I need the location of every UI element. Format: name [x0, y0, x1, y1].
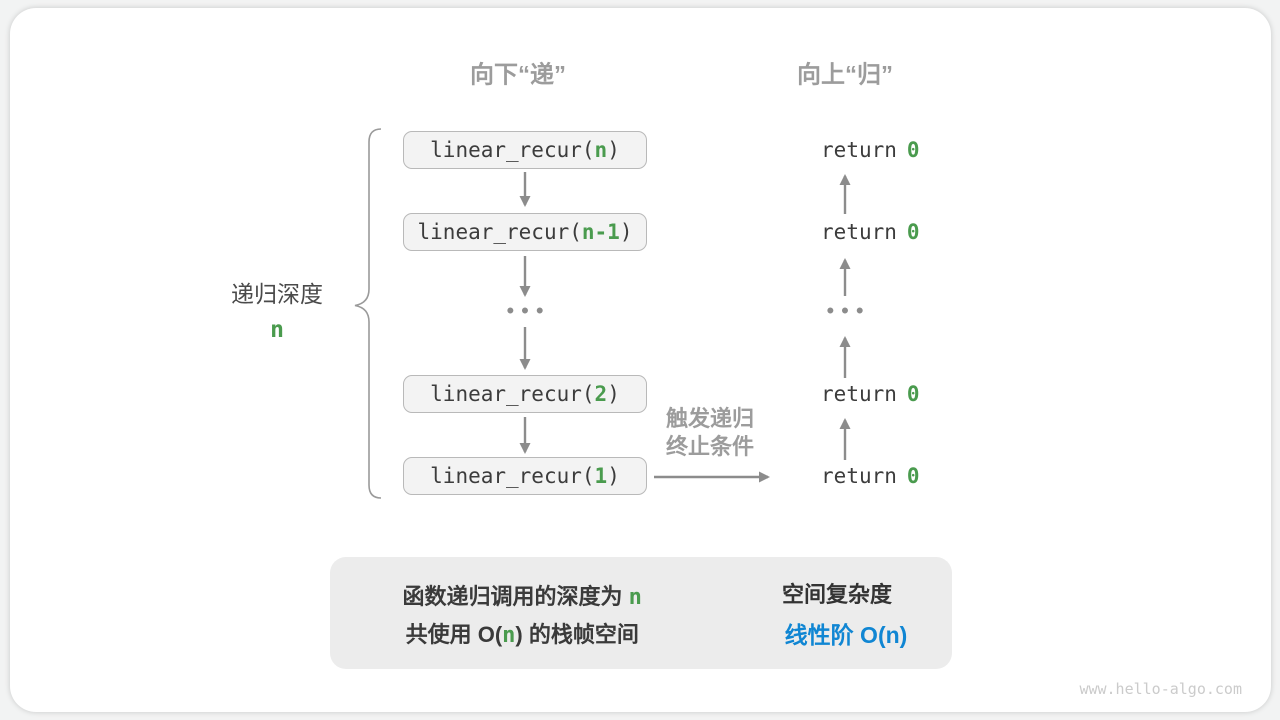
return-row-2: return 0 — [770, 196, 920, 268]
space-complexity-title: 空间复杂度 — [781, 582, 893, 607]
return-row-3: return 0 — [770, 358, 920, 430]
return-ellipsis: ••• — [826, 298, 871, 323]
space-complexity-value: 线性阶 O(n) — [784, 622, 908, 648]
recursion-depth-text: 递归深度 — [231, 281, 323, 307]
call-box-n: linear_recur(n) — [403, 131, 647, 169]
call-box-n-code: linear_recur( — [430, 138, 595, 162]
call-box-1: linear_recur(1) — [403, 457, 647, 495]
call-box-1-close: ) — [607, 464, 620, 488]
base-case-label-line1: 触发递归 — [665, 406, 755, 431]
summary-line-1-n: n — [628, 585, 642, 610]
header-ascend: 向上“归” — [797, 61, 893, 89]
return-keyword: return — [821, 464, 897, 488]
return-keyword: return — [821, 220, 897, 244]
return-value: 0 — [906, 382, 920, 406]
call-box-n-1-close: ) — [619, 220, 633, 244]
return-value: 0 — [906, 138, 920, 162]
call-stack-ellipsis: ••• — [506, 298, 551, 323]
call-box-n-1: linear_recur(n-1) — [403, 213, 647, 251]
return-keyword: return — [821, 138, 897, 162]
call-box-n-arg: n — [594, 138, 608, 162]
call-box-1-code: linear_recur( — [430, 464, 595, 488]
call-box-n-1-code: linear_recur( — [417, 220, 582, 244]
call-box-2-close: ) — [607, 382, 620, 406]
call-box-n-close: ) — [607, 138, 620, 162]
call-box-1-arg: 1 — [594, 464, 608, 488]
summary-line-2: 共使用 O(n) 的栈帧空间 — [381, 591, 639, 675]
summary-box — [330, 557, 952, 669]
summary-line-2-post: ) 的栈帧空间 — [515, 622, 639, 647]
return-keyword: return — [821, 382, 897, 406]
return-row-4: return 0 — [770, 440, 920, 512]
call-box-2: linear_recur(2) — [403, 375, 647, 413]
call-box-n-1-arg: n-1 — [581, 220, 620, 244]
base-case-label: 触发递归 终止条件 — [666, 405, 754, 461]
call-box-2-code: linear_recur( — [430, 382, 595, 406]
header-descend: 向下“递” — [470, 61, 566, 89]
summary-line-1: 函数递归调用的深度为 n — [378, 553, 642, 637]
return-value: 0 — [906, 220, 920, 244]
recursion-depth-n: n — [270, 317, 284, 343]
call-box-2-arg: 2 — [594, 382, 608, 406]
return-row-1: return 0 — [770, 114, 920, 186]
base-case-label-line2: 终止条件 — [665, 434, 755, 459]
return-value: 0 — [906, 464, 920, 488]
watermark: www.hello-algo.com — [1079, 680, 1242, 698]
summary-line-1-text: 函数递归调用的深度为 — [402, 584, 629, 609]
recursion-depth-label: 递归深度 n — [231, 276, 323, 348]
summary-line-2-pre: 共使用 O( — [405, 622, 503, 647]
depth-brace — [354, 128, 382, 499]
summary-line-2-n: n — [502, 623, 516, 648]
